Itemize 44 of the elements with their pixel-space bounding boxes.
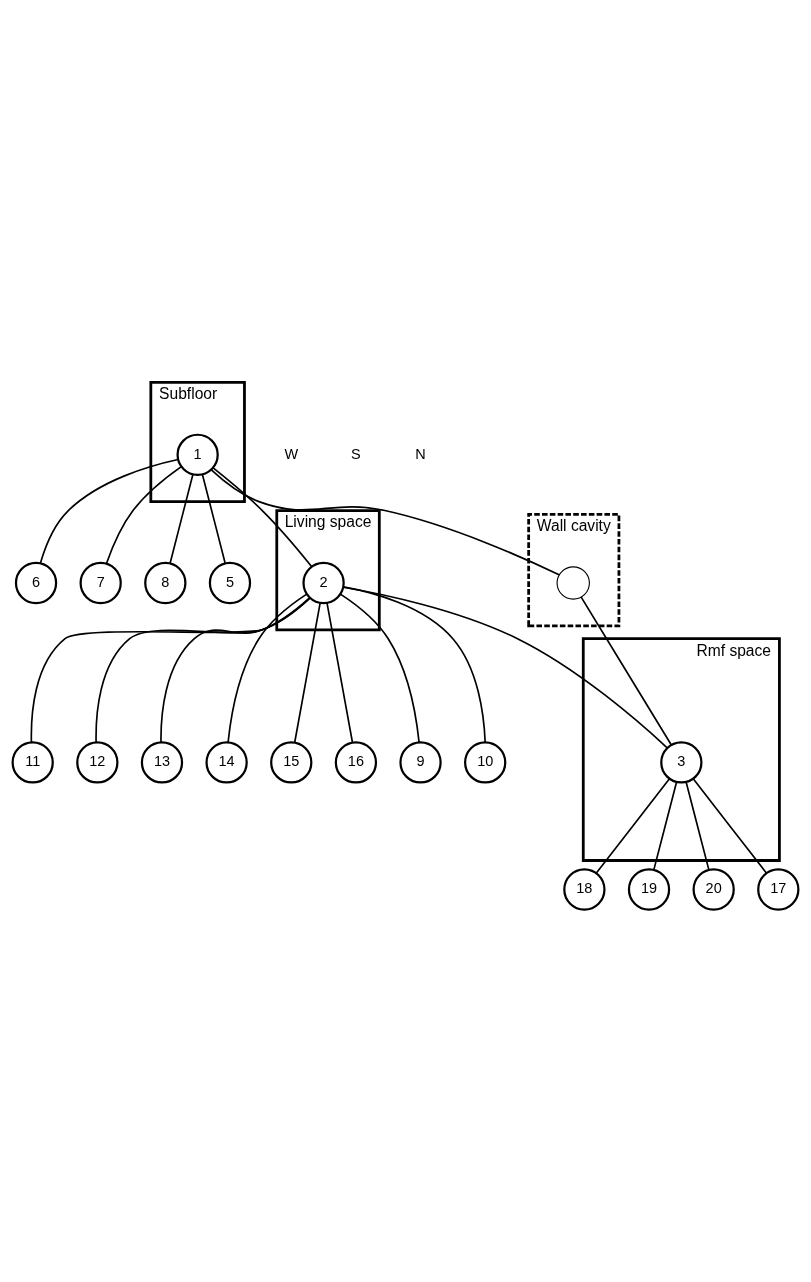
connector (342, 585, 669, 749)
node-circle: 12 (76, 740, 119, 784)
node-circle: 5 (208, 561, 252, 604)
node-circle: 14 (205, 740, 248, 784)
connector (95, 596, 311, 743)
node-circle: 6 (14, 561, 58, 604)
node-circle: 13 (140, 740, 184, 784)
node-circle: 16 (334, 740, 378, 784)
node-circle: 10 (464, 740, 507, 784)
connector (201, 473, 226, 564)
cluster: Wall cavity (527, 512, 621, 627)
connector (227, 592, 308, 743)
connector (685, 780, 710, 871)
node-circle: 20 (692, 867, 735, 911)
connector (339, 592, 420, 743)
node-circle (556, 565, 590, 600)
node-circle: 1 (176, 433, 219, 476)
connector (342, 585, 486, 743)
connector (30, 596, 311, 743)
connector (293, 601, 321, 743)
node-circle: 8 (144, 561, 187, 604)
connector (595, 777, 671, 874)
label: W (284, 445, 299, 462)
node-circle: 19 (627, 867, 671, 911)
node-circle: 17 (757, 867, 800, 911)
connector (105, 465, 182, 564)
node-circle: 11 (11, 740, 54, 784)
node-circle: 2 (302, 561, 345, 604)
node-circle: 18 (563, 867, 606, 911)
node-circle: 3 (660, 740, 703, 784)
node-circle: 7 (79, 561, 122, 604)
connector (692, 777, 768, 874)
connector (326, 601, 354, 743)
connector (580, 595, 673, 746)
connector (652, 780, 678, 871)
label: N (415, 445, 426, 462)
label: S (351, 445, 361, 462)
connector (169, 473, 194, 564)
connector (210, 468, 560, 576)
connector (160, 596, 311, 743)
node-circle: 9 (399, 740, 442, 784)
node-circle: 15 (270, 740, 313, 784)
connector (39, 458, 179, 564)
connector (212, 466, 313, 567)
